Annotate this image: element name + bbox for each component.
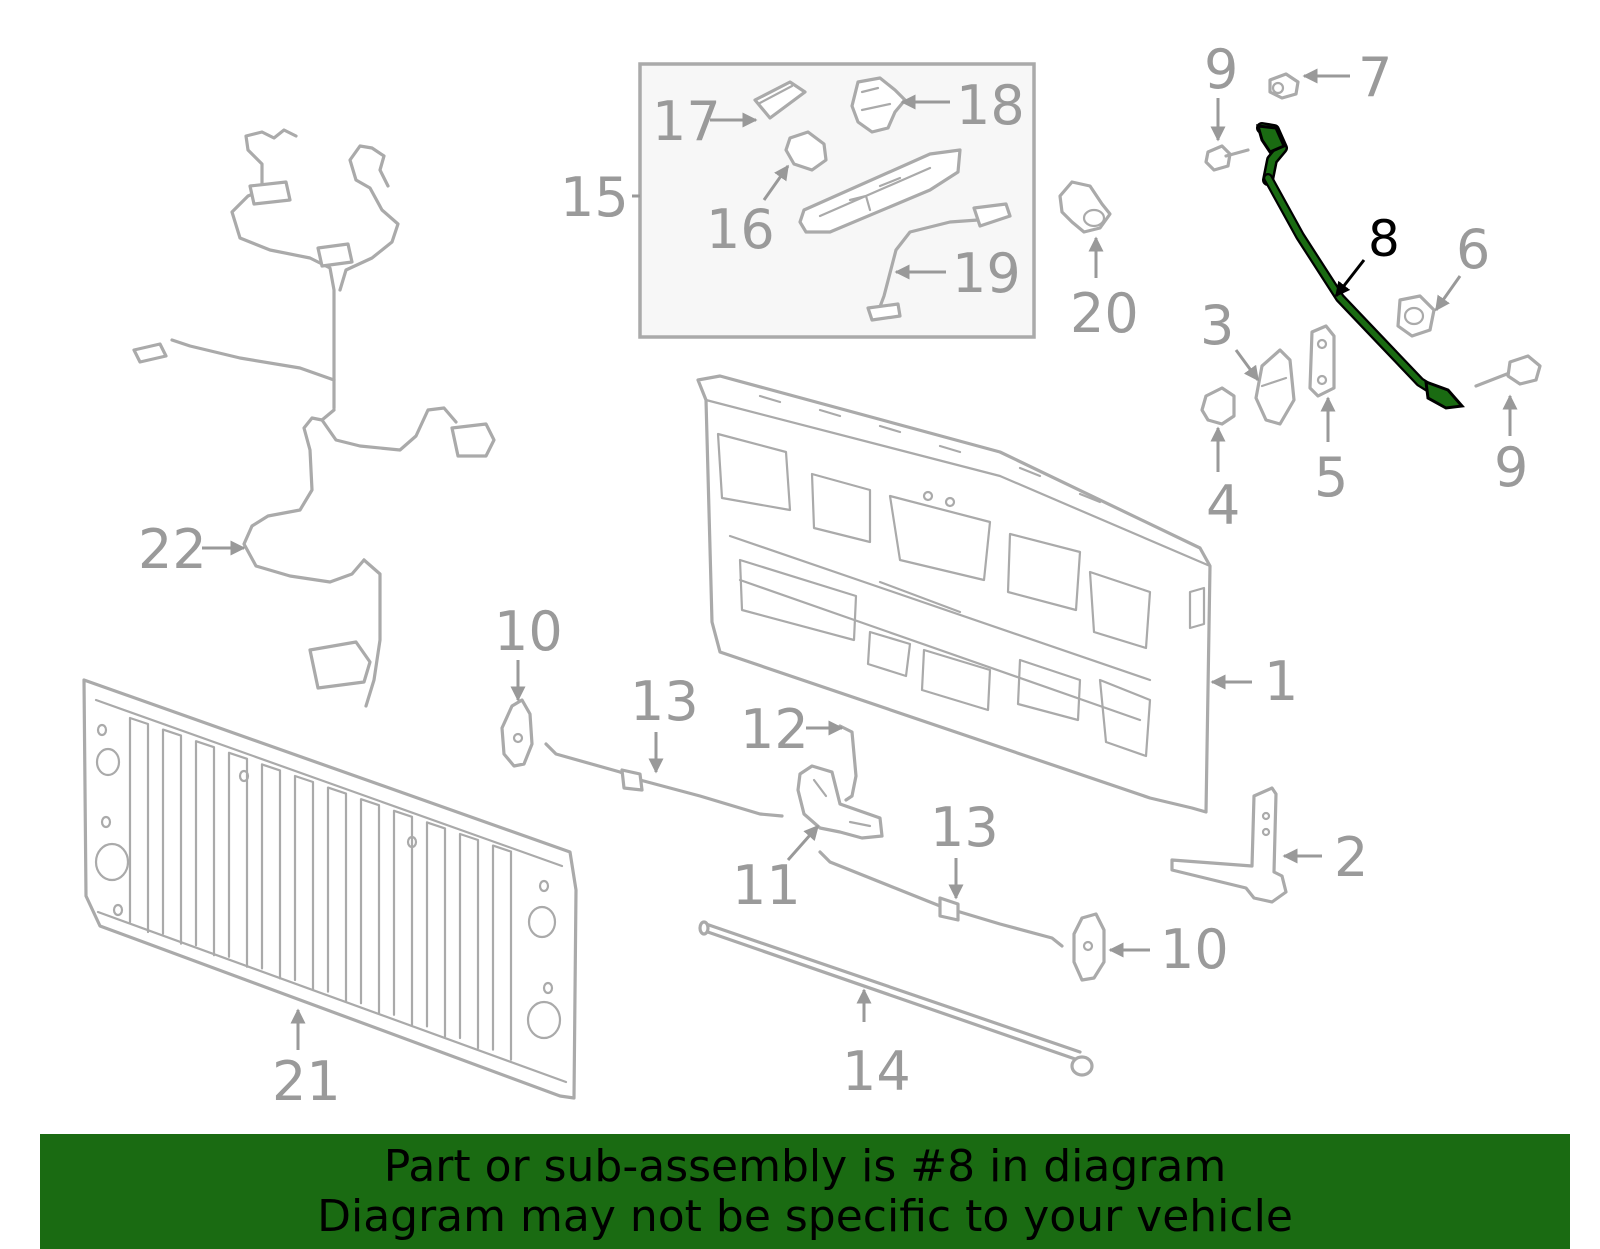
part-13-rod-lower (818, 850, 1064, 948)
leader-lines (202, 68, 1518, 1050)
part-5-striker (1308, 324, 1336, 398)
part-4-bumper (1200, 386, 1236, 426)
callout-1: 1 (1264, 650, 1298, 713)
callout-11: 11 (732, 854, 801, 917)
part-9-bolt-lower (1474, 354, 1542, 388)
banner-disclaimer-line: Diagram may not be specific to your vehi… (317, 1190, 1293, 1242)
callout-16: 16 (706, 198, 775, 261)
callout-8: 8 (1368, 210, 1400, 268)
part-15-handle-bezel (798, 148, 962, 234)
outer-panel-rib (359, 798, 381, 1015)
callout-22: 22 (138, 518, 207, 581)
outer-panel-rib (491, 844, 513, 1061)
part-3-latch (1254, 348, 1296, 426)
callout-18: 18 (956, 74, 1025, 137)
part-14-torsion-bar (698, 920, 1094, 1077)
part-7-nut (1268, 72, 1300, 100)
callout-4: 4 (1206, 474, 1240, 537)
part-19-harness-lead (866, 202, 1012, 322)
callout-3: 3 (1200, 294, 1234, 357)
outer-panel-rib (392, 809, 414, 1026)
callout-15: 15 (560, 166, 629, 229)
outer-panel-rib (458, 832, 480, 1050)
part-8-support-cable-highlight (1255, 122, 1465, 410)
part-12-link (838, 724, 858, 802)
callout-numbers: 1 2 3 4 5 6 7 8 9 9 10 10 11 12 13 13 14… (138, 38, 1528, 1113)
callout-17: 17 (652, 90, 721, 153)
part-10-latch-right (1072, 912, 1106, 982)
callout-19: 19 (952, 242, 1021, 305)
part-18-camera (850, 76, 907, 134)
outer-panel-rib (260, 763, 282, 980)
callout-10-right: 10 (1160, 918, 1229, 981)
callout-9-upper: 9 (1204, 38, 1238, 101)
part-20-switch (1058, 180, 1112, 234)
part-6-bushing (1396, 294, 1436, 338)
part-1-inner-panel (696, 374, 1212, 814)
callout-14: 14 (842, 1040, 911, 1103)
part-16-connector (784, 130, 828, 172)
outer-panel-rib (194, 740, 216, 957)
part-10-latch-left (500, 698, 534, 768)
callout-13-lower: 13 (930, 796, 999, 859)
outer-panel-rib (128, 716, 150, 934)
outer-panel-rib (293, 774, 315, 992)
part-9-bolt-upper (1204, 144, 1250, 172)
callout-12: 12 (740, 698, 809, 761)
part-13-rod-upper (544, 742, 784, 818)
callout-20: 20 (1070, 282, 1139, 345)
callout-7: 7 (1358, 46, 1392, 109)
callout-6: 6 (1456, 218, 1490, 281)
outer-panel-rib (227, 751, 249, 968)
outer-panel-rib (425, 821, 447, 1038)
banner-part-line: Part or sub-assembly is #8 in diagram (383, 1140, 1227, 1192)
outer-panel-rib (326, 786, 348, 1003)
callout-21: 21 (272, 1050, 341, 1113)
callout-13-upper: 13 (630, 670, 699, 733)
part-info-banner: Part or sub-assembly is #8 in diagram Di… (40, 1134, 1570, 1249)
callout-2: 2 (1334, 826, 1368, 889)
part-22-wiring-harness (132, 128, 496, 708)
callout-10-left: 10 (494, 600, 563, 663)
part-11-handle-bracket (796, 764, 884, 840)
callout-5: 5 (1314, 446, 1348, 509)
outer-panel-rib (161, 728, 183, 945)
part-2-hinge-bracket (1170, 786, 1288, 904)
part-17-lens (753, 80, 807, 120)
callout-9-lower: 9 (1494, 436, 1528, 499)
part-21-outer-panel (82, 678, 578, 1100)
